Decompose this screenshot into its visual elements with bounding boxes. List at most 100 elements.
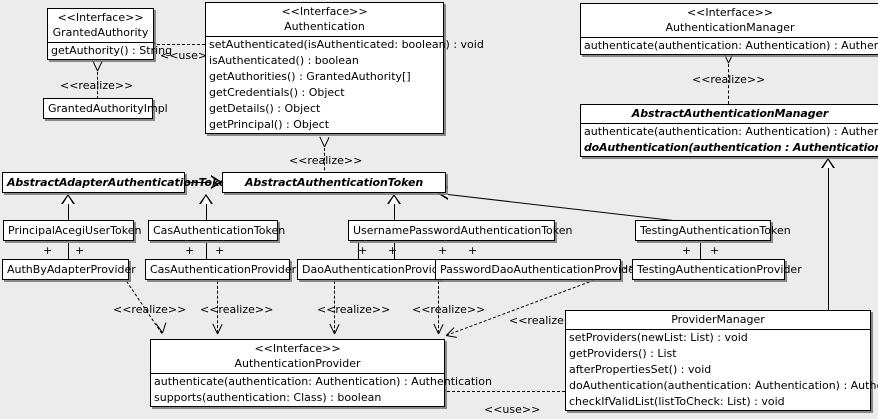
operation: checkIfValidList(listToCheck: List) : vo… <box>569 395 785 408</box>
assoc-plus-testing-right: + <box>710 244 720 257</box>
class-name-password-dao-authentication-provider: PasswordDaoAuthenticationProvider <box>440 263 640 276</box>
class-abstract-adapter-authentication-token[interactable]: AbstractAdapterAuthenticationToken <box>2 172 234 193</box>
class-principal-acegi-user-token[interactable]: PrincipalAcegiUserToken <box>3 220 142 241</box>
class-header-principal-acegi-user-token: PrincipalAcegiUserToken <box>4 221 142 240</box>
operation: isAuthenticated() : boolean <box>209 54 359 67</box>
operation: setAuthenticated(isAuthenticated: boolea… <box>209 38 484 51</box>
class-name-dao-authentication-provider: DaoAuthenticationProvider <box>302 263 450 276</box>
class-header-cas-authentication-token: CasAuthenticationToken <box>149 221 286 240</box>
class-header-cas-authentication-provider: CasAuthenticationProvider <box>146 260 296 279</box>
divider <box>581 123 878 124</box>
realization-grantedauthorityimpl <box>97 72 98 99</box>
stereotype-interface: <<Interface>> <box>281 5 368 18</box>
class-granted-authority[interactable]: <<Interface>> GrantedAuthority getAuthor… <box>47 8 173 60</box>
operation: doAuthentication(authentication: Authent… <box>569 379 878 392</box>
class-name-authentication-provider: AuthenticationProvider <box>234 357 361 370</box>
association-userpass-dao <box>358 243 359 260</box>
divider <box>151 373 444 374</box>
operations-granted-authority: getAuthority() : String <box>48 43 173 59</box>
operations-authentication-provider: authenticate(authentication: Authenticat… <box>151 374 492 406</box>
class-header-abstract-adapter-authentication-token: AbstractAdapterAuthenticationToken <box>3 173 234 192</box>
operation: getPrincipal() : Object <box>209 118 330 131</box>
class-granted-authority-impl[interactable]: GrantedAuthorityImpl <box>43 98 168 119</box>
divider <box>566 329 870 330</box>
divider <box>581 37 878 38</box>
class-cas-authentication-token[interactable]: CasAuthenticationToken <box>148 220 286 241</box>
class-header-testing-authentication-token: TestingAuthenticationToken <box>636 221 791 240</box>
class-abstract-authentication-manager[interactable]: AbstractAuthenticationManager authentica… <box>580 104 878 157</box>
class-header-authentication-manager: <<Interface>> AuthenticationManager <box>581 4 878 37</box>
generalization-abstractadapter-abstracttoken <box>184 182 222 183</box>
operation: getAuthorities() : GrantedAuthority[] <box>209 70 411 83</box>
class-name-cas-authentication-token: CasAuthenticationToken <box>153 224 286 237</box>
class-authentication-provider[interactable]: <<Interface>> AuthenticationProvider aut… <box>150 339 492 407</box>
class-header-abstract-authentication-token: AbstractAuthenticationToken <box>223 173 445 192</box>
stereotype-interface: <<Interface>> <box>57 11 144 24</box>
stereotype-interface: <<Interface>> <box>254 342 341 355</box>
realization-abstractauthtoken-authentication <box>324 148 325 175</box>
operation: getCredentials() : Object <box>209 86 345 99</box>
generalization-principaltoken <box>68 204 69 220</box>
label-realize-grantedauthorityimpl: <<realize>> <box>60 79 134 92</box>
class-abstract-authentication-token[interactable]: AbstractAuthenticationToken <box>222 172 446 193</box>
operations-authentication: setAuthenticated(isAuthenticated: boolea… <box>206 37 484 133</box>
class-testing-authentication-token[interactable]: TestingAuthenticationToken <box>635 220 791 241</box>
class-name-principal-acegi-user-token: PrincipalAcegiUserToken <box>8 224 142 237</box>
generalization-providermanager-abstractauthmanager <box>828 168 829 310</box>
class-username-password-authentication-token[interactable]: UsernamePasswordAuthenticationToken <box>348 220 573 241</box>
realization-casprovider <box>217 281 218 333</box>
class-authentication-manager[interactable]: <<Interface>> AuthenticationManager auth… <box>580 3 878 55</box>
generalization-testingtoken <box>447 194 690 223</box>
class-header-granted-authority: <<Interface>> GrantedAuthority <box>48 9 153 42</box>
realization-abstractauthmanager <box>728 64 729 104</box>
class-header-authentication-provider: <<Interface>> AuthenticationProvider <box>151 340 444 373</box>
class-name-testing-authentication-provider: TestingAuthenticationProvider <box>637 263 802 276</box>
class-provider-manager[interactable]: ProviderManager setProviders(newList: Li… <box>565 310 878 411</box>
class-name-granted-authority: GrantedAuthority <box>52 26 149 39</box>
class-cas-authentication-provider[interactable]: CasAuthenticationProvider <box>145 259 296 280</box>
operations-provider-manager: setProviders(newList: List) : void getPr… <box>566 330 878 410</box>
label-use-providermanager: <<use>> <box>484 403 541 416</box>
class-name-username-password-authentication-token: UsernamePasswordAuthenticationToken <box>353 224 573 237</box>
association-userpass-passworddao <box>394 243 395 260</box>
class-name-authentication-manager: AuthenticationManager <box>665 21 795 34</box>
operation: getAuthority() : String <box>51 44 173 57</box>
class-name-abstract-authentication-token: AbstractAuthenticationToken <box>244 176 424 189</box>
class-header-username-password-authentication-token: UsernamePasswordAuthenticationToken <box>349 221 573 240</box>
class-name-auth-by-adapter-provider: AuthByAdapterProvider <box>7 263 136 276</box>
class-header-testing-authentication-provider: TestingAuthenticationProvider <box>633 260 802 279</box>
class-header-granted-authority-impl: GrantedAuthorityImpl <box>44 99 168 118</box>
association-cas-casprovider <box>206 243 207 260</box>
class-header-provider-manager: ProviderManager <box>566 311 870 329</box>
operations-authentication-manager: authenticate(authentication: Authenticat… <box>581 38 878 54</box>
assoc-plus-testing-left: + <box>682 244 692 257</box>
class-name-abstract-adapter-authentication-token: AbstractAdapterAuthenticationToken <box>7 176 234 189</box>
class-dao-authentication-provider[interactable]: DaoAuthenticationProvider <box>297 259 450 280</box>
class-testing-authentication-provider[interactable]: TestingAuthenticationProvider <box>632 259 802 280</box>
dependency-authentication-grantedauthority <box>157 44 205 45</box>
label-realize-abstractauthmanager: <<realize>> <box>692 73 766 86</box>
realization-passworddaoprovider <box>438 281 439 333</box>
class-header-authentication: <<Interface>> Authentication <box>206 3 443 36</box>
label-realize-daoprovider: <<realize>> <box>317 303 391 316</box>
dependency-providermanager-authenticationprovider <box>447 391 565 392</box>
association-testingtoken-testingprovider <box>700 243 701 260</box>
operations-abstract-authentication-manager: authenticate(authentication: Authenticat… <box>581 124 878 156</box>
class-password-dao-authentication-provider[interactable]: PasswordDaoAuthenticationProvider <box>435 259 640 280</box>
operation: supports(authentication: Class) : boolea… <box>154 391 382 404</box>
assoc-plus-principal-right: + <box>75 244 85 257</box>
stereotype-interface: <<Interface>> <box>686 6 774 19</box>
operation: authenticate(authentication: Authenticat… <box>584 39 878 52</box>
generalization-usernamepasswordtoken <box>394 204 395 220</box>
operation-abstract: doAuthentication(authentication : Authen… <box>584 141 878 154</box>
label-realize-abstractauthtoken: <<realize>> <box>289 154 363 167</box>
class-authentication[interactable]: <<Interface>> Authentication setAuthenti… <box>205 2 484 134</box>
assoc-plus-userpass-1: + <box>358 244 368 257</box>
operation: afterPropertiesSet() : void <box>569 363 712 376</box>
class-auth-by-adapter-provider[interactable]: AuthByAdapterProvider <box>2 259 136 280</box>
class-header-auth-by-adapter-provider: AuthByAdapterProvider <box>3 260 136 279</box>
label-realize-casprovider: <<realize>> <box>200 303 274 316</box>
operation: authenticate(authentication: Authenticat… <box>584 125 878 138</box>
operation: getDetails() : Object <box>209 102 321 115</box>
